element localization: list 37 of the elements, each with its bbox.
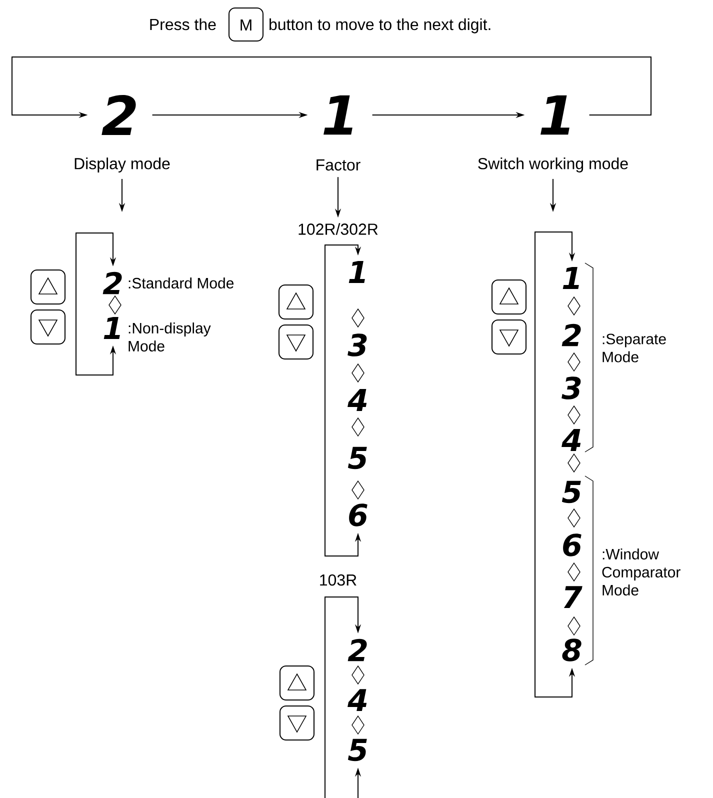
mode-label: :Window Comparator Mode: [602, 548, 680, 596]
digit-display: 4: [348, 389, 367, 411]
digit-display: 1: [104, 317, 120, 339]
digit-display: 1: [540, 95, 570, 135]
mode-label: :Standard Mode: [128, 278, 234, 288]
arrow: [76, 232, 116, 376]
digit-display: 1: [348, 261, 365, 283]
digit-display: 2: [562, 324, 581, 346]
digit-display: 6: [563, 534, 582, 556]
mode-title: Display mode: [74, 158, 170, 172]
digit-display: 5: [562, 480, 581, 504]
mode-label: :Non-display Mode: [128, 322, 211, 352]
digit-display: 6: [349, 504, 368, 526]
mode-label: :Separate Mode: [602, 334, 666, 362]
digit-display: 5: [348, 738, 367, 762]
digit-display: 3: [562, 376, 581, 400]
mode-title: 102R/302R: [298, 223, 378, 235]
digit-display: 2: [102, 94, 136, 136]
digit-display: 2: [102, 272, 122, 294]
arrow: [324, 596, 362, 798]
digit-display: 1: [324, 95, 352, 135]
digit-display: 2: [348, 638, 367, 662]
arrow: [324, 244, 362, 556]
digit-display: 7: [564, 586, 582, 608]
digit-display: 5: [348, 446, 367, 470]
digit-display: 4: [348, 689, 367, 711]
mode-title: Factor: [316, 159, 360, 171]
mode-title: Switch working mode: [478, 158, 628, 172]
digit-display: 4: [562, 429, 581, 451]
digit-display: 8: [562, 638, 582, 662]
mode-button: M: [228, 8, 264, 42]
instruction-text: Press the: [150, 18, 216, 30]
digit-display: 1: [562, 267, 579, 289]
digit-display: 3: [348, 334, 367, 356]
arrow: [534, 232, 576, 698]
model-label: 103R: [320, 574, 356, 586]
instruction-text: button to move to the next digit.: [270, 18, 490, 34]
